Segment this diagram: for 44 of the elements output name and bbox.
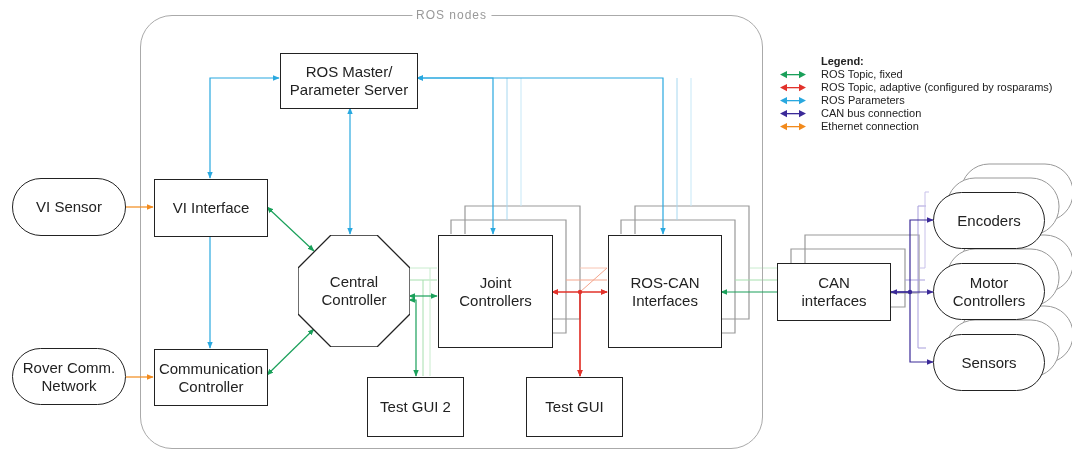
legend-label: ROS Topic, adaptive (configured by rosparams) (821, 81, 1053, 94)
node-label: Sensors (960, 353, 1018, 372)
arrow (207, 75, 280, 179)
node-label: Joint Controllers (458, 273, 533, 310)
arrow (207, 235, 213, 349)
arrow (125, 204, 154, 210)
node-label: Communication Controller (157, 359, 265, 396)
process-box (608, 235, 722, 348)
arrow (125, 374, 154, 380)
process-box (526, 377, 623, 437)
node-label: Encoders (956, 211, 1022, 230)
rounded-node (933, 192, 1045, 249)
node-label: Motor Controllers (951, 273, 1027, 310)
legend-title: Legend: (821, 55, 864, 68)
process-box (367, 377, 464, 437)
node-label: VI Interface (171, 199, 251, 217)
node-label: Central Controller (320, 273, 388, 309)
legend-label: ROS Parameters (821, 94, 905, 107)
legend-label: CAN bus connection (821, 107, 922, 120)
legend-label: Ethernet connection (821, 120, 919, 133)
arrow (347, 107, 353, 235)
rounded-node (933, 334, 1045, 391)
process-box (154, 179, 268, 237)
arrow (416, 75, 666, 235)
rounded-node (933, 263, 1045, 320)
process-box (438, 235, 553, 348)
node-label: VI Sensor (35, 198, 103, 216)
node-label: Test GUI (544, 398, 605, 416)
process-box (777, 263, 891, 321)
node-label: CAN interfaces (800, 274, 868, 310)
node-label: Test GUI 2 (379, 398, 452, 416)
controller-octagon (298, 235, 410, 347)
process-box (280, 53, 418, 109)
arrow (266, 206, 315, 252)
rounded-node (12, 348, 126, 405)
arrow (577, 289, 608, 377)
process-box (154, 349, 268, 406)
node-label: ROS Master/ Parameter Server (288, 63, 410, 99)
legend-label: ROS Topic, fixed (821, 68, 903, 81)
arrow (266, 328, 315, 376)
node-label: Rover Comm. Network (21, 358, 117, 395)
arrow (890, 291, 934, 365)
node-label: ROS-CAN Interfaces (629, 273, 701, 310)
arrow (720, 289, 778, 295)
